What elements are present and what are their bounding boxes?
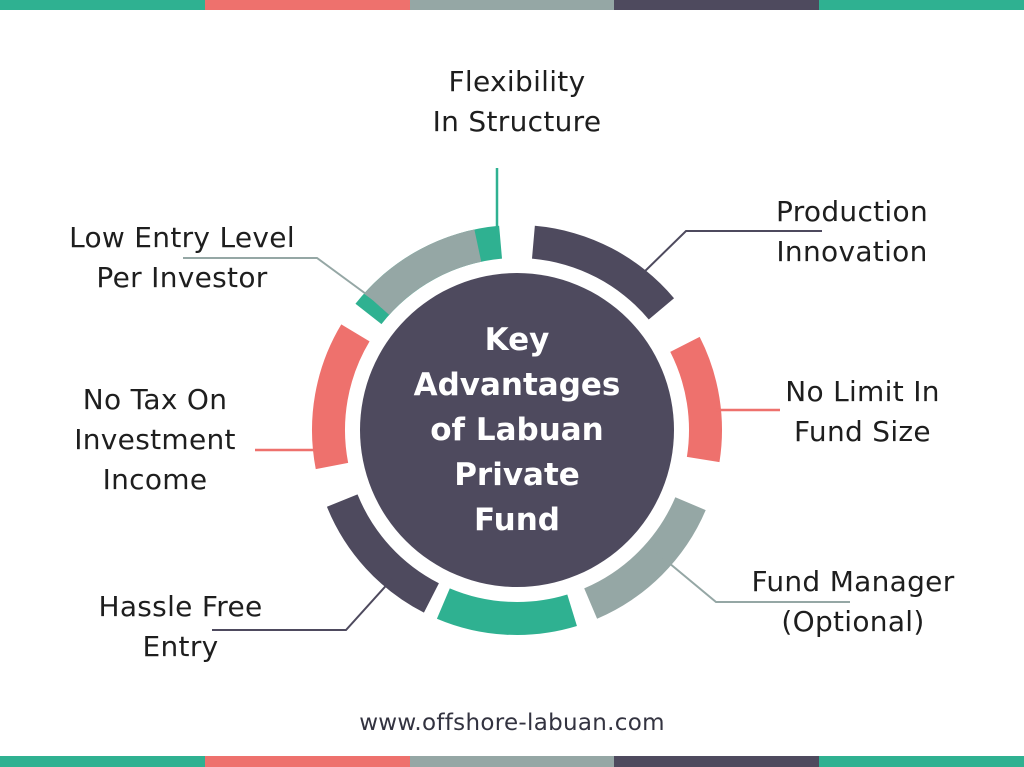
connector-production <box>639 230 822 277</box>
label-line: Entry <box>142 630 219 663</box>
connector-low-entry <box>183 257 382 306</box>
bar-segment-coral <box>204 756 410 767</box>
label-line: Low Entry Level <box>69 221 295 254</box>
top-color-bar <box>0 0 1024 10</box>
ring-segment-navy <box>326 494 439 613</box>
center-circle <box>360 273 674 587</box>
connector-hassle-free <box>212 578 393 631</box>
label-hassle-free: Hassle Free Entry <box>78 587 283 667</box>
label-no-limit: No Limit In Fund Size <box>770 372 955 452</box>
ring-segment-coral <box>312 324 370 470</box>
label-line: Fund Manager <box>751 565 955 598</box>
bar-segment-teal <box>819 0 1024 10</box>
center-title-line: Fund <box>474 502 560 538</box>
label-line: Production <box>776 195 928 228</box>
label-line: Per Investor <box>96 261 268 294</box>
ring-segment-gray <box>584 497 706 619</box>
center-title-line: of Labuan <box>430 412 604 448</box>
label-fund-manager: Fund Manager (Optional) <box>728 562 978 642</box>
label-line: In Structure <box>432 105 602 138</box>
ring-segment-teal <box>436 588 577 636</box>
label-line: No Limit In <box>785 375 940 408</box>
bar-segment-coral <box>204 0 410 10</box>
label-line: (Optional) <box>781 605 925 638</box>
label-line: Hassle Free <box>98 590 263 623</box>
label-production: Production Innovation <box>752 192 952 272</box>
website-url[interactable]: www.offshore-labuan.com <box>359 710 665 736</box>
bar-segment-gray <box>409 756 615 767</box>
ring-segments <box>312 225 722 636</box>
center-title-line: Private <box>454 457 580 493</box>
center-title-line: Key <box>484 322 550 358</box>
center-title-line: Advantages <box>413 367 621 403</box>
ring-segment-navy <box>531 225 675 320</box>
label-line: Income <box>102 463 208 496</box>
bar-segment-gray <box>409 0 615 10</box>
label-line: Investment <box>74 423 236 456</box>
bar-segment-teal <box>0 756 205 767</box>
ring-segment-gray <box>364 229 482 315</box>
connector-fund-manager <box>656 552 850 603</box>
label-no-tax: No Tax On Investment Income <box>60 380 250 500</box>
label-line: Flexibility <box>448 65 586 98</box>
bar-segment-teal <box>819 756 1024 767</box>
label-line: Innovation <box>776 235 928 268</box>
label-line: Fund Size <box>794 415 931 448</box>
bottom-color-bar <box>0 756 1024 767</box>
bar-segment-navy <box>614 756 820 767</box>
bar-segment-navy <box>614 0 820 10</box>
label-line: No Tax On <box>82 383 228 416</box>
bar-segment-teal <box>0 0 205 10</box>
ring-segment-coral <box>670 336 722 463</box>
label-low-entry: Low Entry Level Per Investor <box>48 218 316 298</box>
center-title: Key Advantages of Labuan Private Fund <box>377 318 657 543</box>
label-flexibility: Flexibility In Structure <box>412 62 622 142</box>
